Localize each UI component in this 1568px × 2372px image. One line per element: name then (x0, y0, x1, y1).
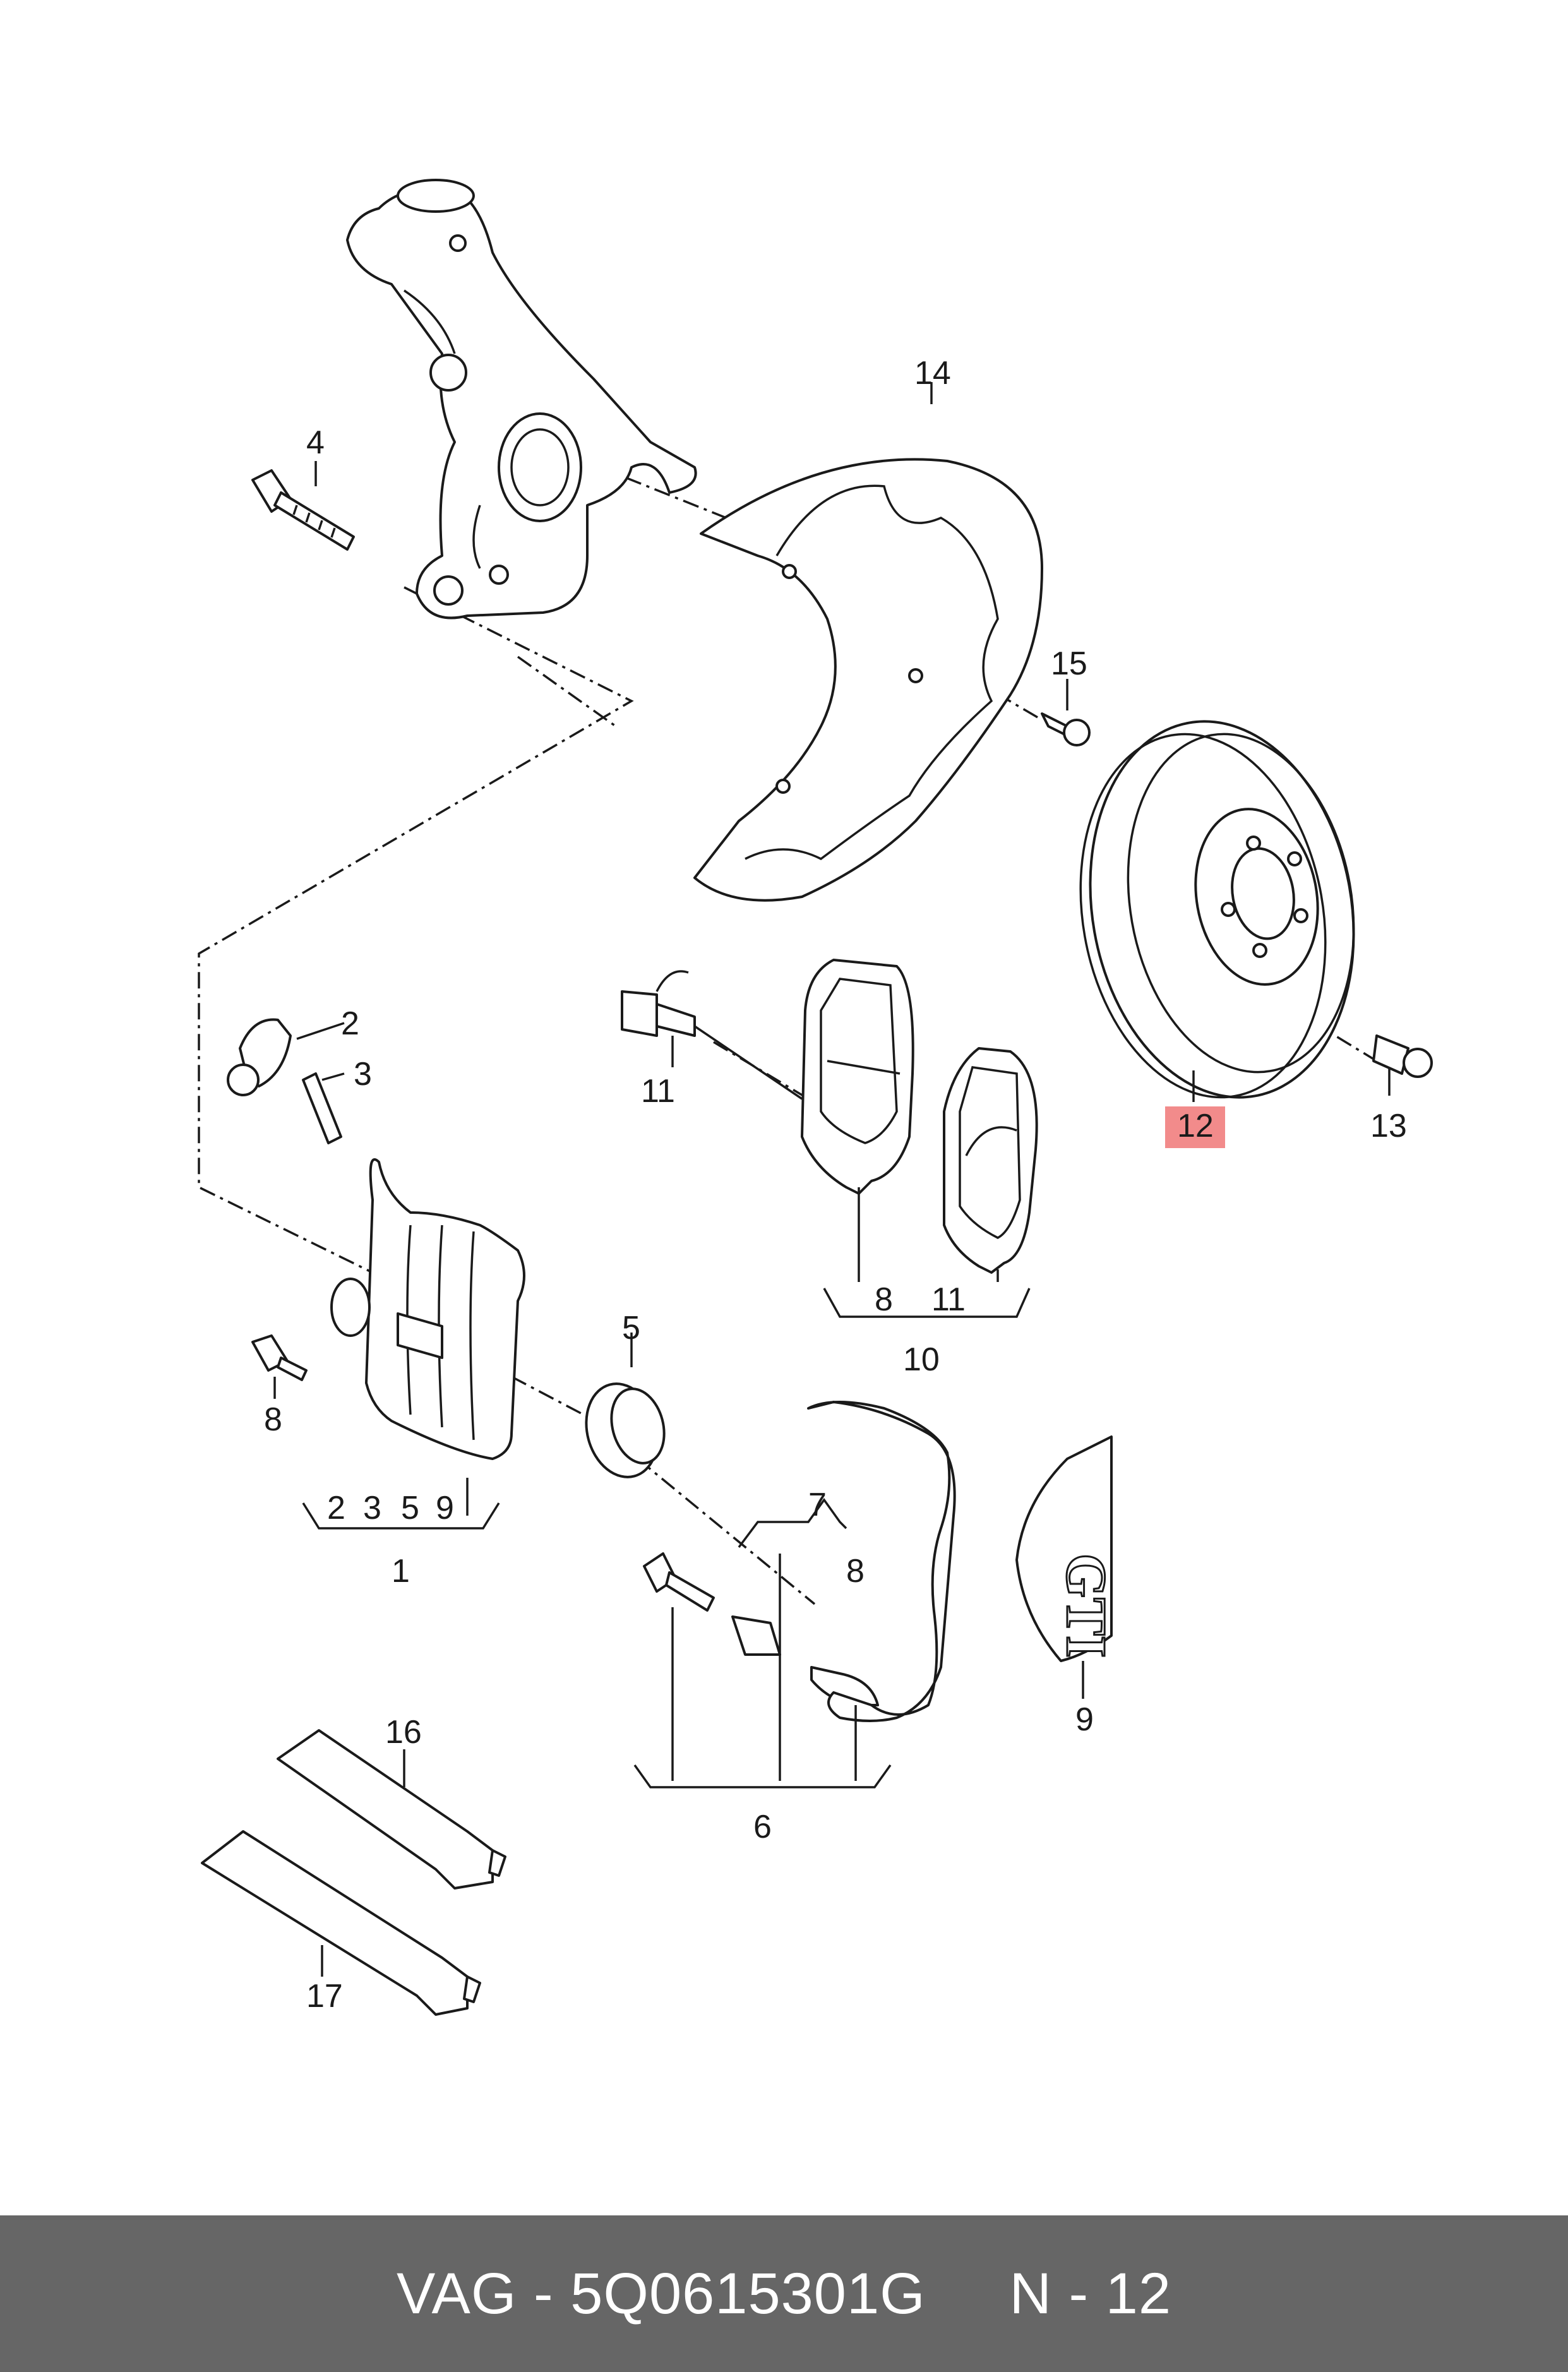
callout-9-badge: 9 (1075, 1701, 1094, 1738)
callout-1: 1 (392, 1553, 410, 1590)
callout-13: 13 (1370, 1108, 1407, 1144)
callout-12: 12 (1177, 1108, 1214, 1144)
callout-7: 7 (808, 1487, 827, 1523)
callout-6: 6 (753, 1809, 772, 1845)
part-number-caption: VAG - 5Q0615301G N - 12 (397, 2261, 1171, 2326)
callout-group1-5: 5 (401, 1490, 419, 1526)
callout-11-pad: 11 (931, 1281, 966, 1318)
gti-badge: GTI (1015, 1435, 1118, 1662)
brake-caliper (330, 1158, 525, 1460)
callout-8-bolt: 8 (264, 1401, 282, 1438)
piston-seal-5 (585, 1382, 666, 1478)
grease-tube-17 (201, 1830, 481, 2016)
callout-14: 14 (914, 355, 951, 392)
callout-group1-9: 9 (436, 1490, 454, 1526)
bolt-15 (1041, 712, 1091, 746)
callout-10: 10 (903, 1341, 940, 1378)
callout-12-highlight (1165, 1106, 1225, 1148)
brake-disc (1079, 720, 1355, 1099)
callout-group1-2: 2 (327, 1490, 345, 1526)
leader-lines (273, 382, 1391, 1977)
bolt-4 (251, 469, 355, 551)
brake-pad-outer (801, 959, 914, 1195)
svg-text:GTI: GTI (1055, 1554, 1117, 1658)
wear-sensor (621, 970, 803, 1100)
brake-pad-inner (943, 1047, 1038, 1274)
callout-2: 2 (341, 1005, 359, 1042)
bleeder-cap-2 (227, 1018, 292, 1096)
splash-shield (693, 458, 1043, 902)
brake-assembly-diagram: GTI 14 4 1 (198, 179, 1433, 2016)
callout-15: 15 (1051, 645, 1087, 682)
bolt-8 (251, 1334, 308, 1381)
screw-13 (1372, 1034, 1433, 1078)
callout-17: 17 (306, 1978, 343, 2015)
grease-tube-16 (277, 1729, 506, 1890)
callout-11-sensor: 11 (641, 1073, 675, 1110)
callout-4: 4 (306, 424, 325, 461)
callout-16: 16 (385, 1714, 422, 1751)
callout-group1-3: 3 (363, 1490, 381, 1526)
footer-bar: VAG - 5Q0615301G N - 12 (0, 2215, 1568, 2372)
callout-8-pad: 8 (875, 1281, 893, 1318)
guide-pin-set (643, 1552, 879, 1706)
bleeder-screw-3 (302, 1072, 342, 1144)
callout-labels: 14 4 15 2 3 11 12 13 8 11 10 5 8 2 3 5 9… (264, 355, 1407, 2015)
steering-knuckle (346, 179, 697, 620)
callout-5: 5 (622, 1310, 640, 1346)
callout-3: 3 (354, 1056, 372, 1093)
caliper-bracket (807, 1401, 956, 1722)
callout-8-bracket: 8 (846, 1553, 865, 1590)
